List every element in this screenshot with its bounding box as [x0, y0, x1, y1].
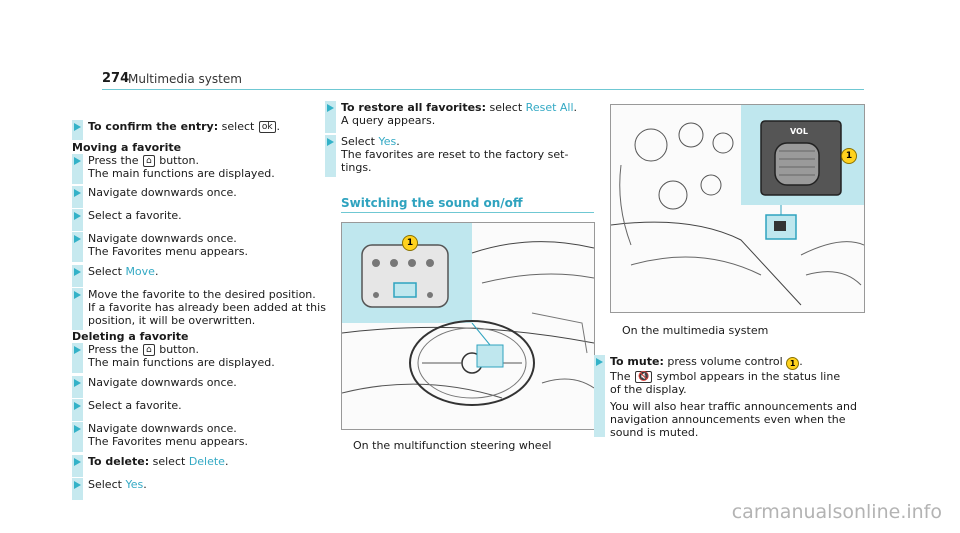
- step-select-yes: Select Yes.The favorites are reset to th…: [341, 135, 569, 174]
- step-arrow-icon: [74, 268, 81, 276]
- step-arrow-icon: [74, 346, 81, 354]
- step-bar: [72, 478, 83, 500]
- multimedia-control-figure: VOL 1: [610, 104, 865, 313]
- step-arrow-icon: [327, 138, 334, 146]
- yes-option-link[interactable]: Yes: [125, 478, 144, 491]
- step-arrow-icon: [596, 358, 603, 366]
- step-bar: [72, 455, 83, 477]
- step-bar: [72, 154, 83, 184]
- step-confirm: To confirm the entry: select ok.: [88, 120, 281, 133]
- step-bar: [72, 265, 83, 287]
- step-bar: [594, 355, 605, 437]
- step-mute: To mute: press volume control 1. The 🔇 s…: [610, 355, 857, 439]
- step-bar: [72, 376, 83, 398]
- mute-icon: 🔇: [634, 371, 653, 383]
- step-arrow-icon: [74, 123, 81, 131]
- deleting-step-5: To delete: select Delete.: [88, 455, 229, 468]
- deleting-step-4: Navigate downwards once.The Favorites me…: [88, 422, 249, 448]
- reset-all-option-link[interactable]: Reset All: [525, 101, 574, 114]
- step-arrow-icon: [327, 104, 334, 112]
- step-arrow-icon: [74, 402, 81, 410]
- moving-heading: Moving a favorite: [72, 141, 182, 154]
- step-bar: [325, 135, 336, 177]
- move-option-link[interactable]: Move: [125, 265, 155, 278]
- step-bar: [72, 343, 83, 373]
- step-arrow-icon: [74, 458, 81, 466]
- step-bar: [72, 209, 83, 231]
- step-arrow-icon: [74, 291, 81, 299]
- figure-caption: On the multifunction steering wheel: [353, 439, 552, 452]
- ok-key-icon: ok: [258, 121, 276, 133]
- step-restore: To restore all favorites: select Reset A…: [341, 101, 578, 127]
- step-bar: [325, 101, 336, 133]
- moving-step-2: Navigate downwards once.: [88, 186, 237, 199]
- home-key-icon: ⌂: [143, 344, 155, 356]
- moving-step-4: Navigate downwards once.The Favorites me…: [88, 232, 249, 258]
- callout-1-badge: 1: [841, 148, 857, 164]
- deleting-step-2: Navigate downwards once.: [88, 376, 237, 389]
- step-arrow-icon: [74, 157, 81, 165]
- deleting-step-3: Select a favorite.: [88, 399, 182, 412]
- deleting-heading: Deleting a favorite: [72, 330, 189, 343]
- yes-option-link[interactable]: Yes: [378, 135, 397, 148]
- callout-1-badge: 1: [786, 357, 800, 370]
- step-arrow-icon: [74, 189, 81, 197]
- step-bar: [72, 232, 83, 262]
- step-arrow-icon: [74, 425, 81, 433]
- center-console-illustration: [611, 105, 864, 312]
- callout-1-badge: 1: [402, 235, 418, 251]
- section-title: Switching the sound on/off: [341, 196, 523, 210]
- section-rule: [341, 212, 594, 213]
- step-bar: [72, 422, 83, 452]
- step-bar: [72, 186, 83, 208]
- header-rule: [102, 89, 864, 90]
- page-header-title: Multimedia system: [128, 72, 242, 86]
- moving-step-1: Press the ⌂ button.The main functions ar…: [88, 154, 275, 180]
- figure-caption: On the multimedia system: [622, 324, 769, 337]
- vol-panel-label: VOL: [790, 127, 808, 136]
- step-arrow-icon: [74, 481, 81, 489]
- steering-wheel-figure: 1: [341, 222, 595, 430]
- step-arrow-icon: [74, 235, 81, 243]
- deleting-step-1: Press the ⌂ button.The main functions ar…: [88, 343, 275, 369]
- home-key-icon: ⌂: [143, 155, 155, 167]
- moving-step-3: Select a favorite.: [88, 209, 182, 222]
- deleting-step-6: Select Yes.: [88, 478, 147, 491]
- step-bar: [72, 288, 83, 330]
- moving-step-5: Select Move.: [88, 265, 159, 278]
- step-arrow-icon: [74, 212, 81, 220]
- moving-step-6: Move the favorite to the desired positio…: [88, 288, 326, 327]
- step-bar: [72, 399, 83, 421]
- step-arrow-icon: [74, 379, 81, 387]
- page-number: 274: [102, 71, 130, 86]
- delete-option-link[interactable]: Delete: [188, 455, 225, 468]
- watermark: carmanualsonline.info: [731, 501, 942, 523]
- steering-wheel-illustration: [342, 223, 594, 429]
